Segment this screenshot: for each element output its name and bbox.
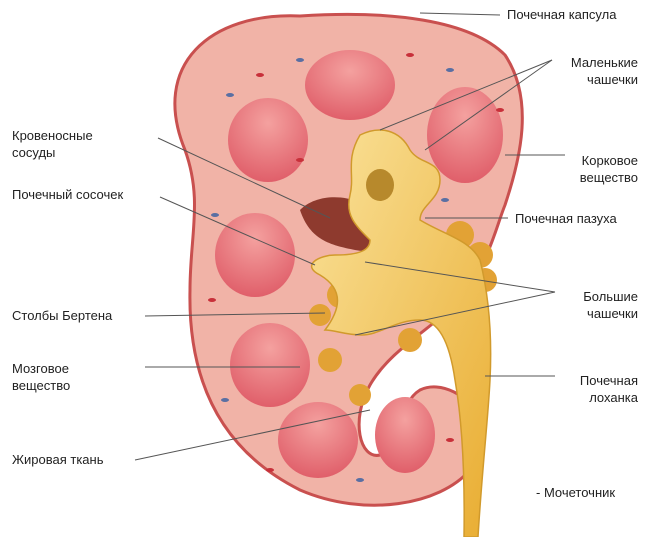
label-line: Большие [583, 288, 638, 305]
pyramid [215, 213, 295, 297]
label-line: Корковое [580, 152, 638, 169]
label-line: сосуды [12, 144, 93, 161]
label-capsule: Почечная капсула [507, 6, 616, 23]
label-vessels: Кровеносные сосуды [12, 127, 93, 161]
label-line: Маленькие [571, 54, 638, 71]
label-minor-calyces: Маленькие чашечки [571, 54, 638, 88]
calyx-opening [366, 169, 394, 201]
pyramid [427, 87, 503, 183]
label-ureter: - Мочеточник [536, 484, 615, 501]
label-line: Мозговое [12, 360, 70, 377]
pyramid [228, 98, 308, 182]
pyramid [230, 323, 310, 407]
label-line: Кровеносные [12, 127, 93, 144]
label-line: чашечки [583, 305, 638, 322]
label-fat: Жировая ткань [12, 451, 103, 468]
label-columns: Столбы Бертена [12, 307, 112, 324]
label-line: Почечная [580, 372, 638, 389]
label-medulla: Мозговое вещество [12, 360, 70, 394]
label-line: чашечки [571, 71, 638, 88]
pyramid [278, 402, 358, 478]
label-line: вещество [580, 169, 638, 186]
label-cortex: Корковое вещество [580, 152, 638, 186]
label-major-calyces: Большие чашечки [583, 288, 638, 322]
pyramid [375, 397, 435, 473]
label-sinus: Почечная пазуха [515, 210, 617, 227]
pyramid [305, 50, 395, 120]
label-papilla: Почечный сосочек [12, 186, 123, 203]
label-line: лоханка [580, 389, 638, 406]
label-line: вещество [12, 377, 70, 394]
label-pelvis: Почечная лоханка [580, 372, 638, 406]
